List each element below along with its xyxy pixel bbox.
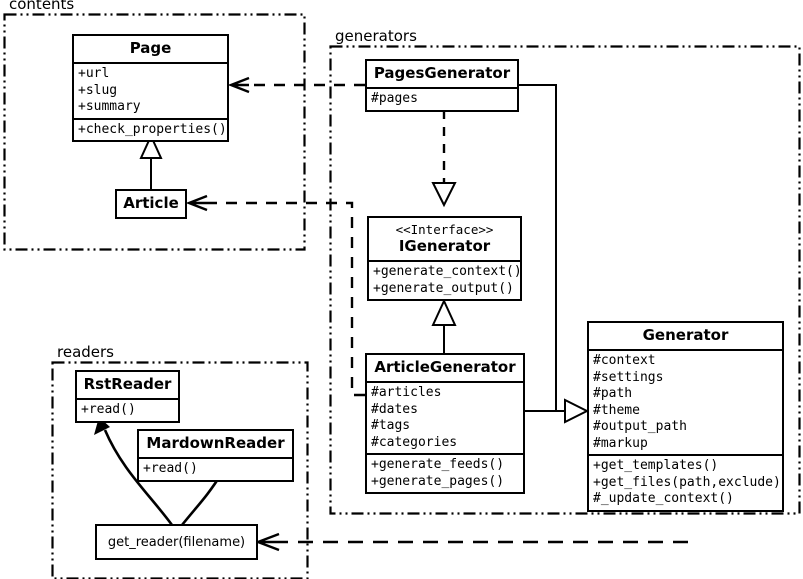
class-name-pagesgenerator: PagesGenerator	[373, 64, 511, 82]
attribute: #pages	[371, 91, 418, 106]
attribute: +slug	[78, 82, 118, 98]
package-readers: readers	[52, 343, 308, 579]
attributes-compartment-page: +url +slug +summary	[74, 62, 227, 118]
function-box-get-reader[interactable]: get_reader(filename)	[95, 524, 258, 560]
class-box-article[interactable]: Article	[115, 189, 187, 219]
operations-compartment-mardownreader: +read()	[139, 457, 292, 480]
operation: +read()	[143, 461, 198, 476]
operations-compartment-page: +check_properties()	[74, 117, 227, 141]
package-contents: contents	[4, 0, 305, 250]
attribute: #categories	[371, 434, 458, 450]
attribute: +url	[78, 66, 110, 81]
class-box-page[interactable]: Page +url +slug +summary +check_properti…	[72, 34, 229, 142]
attribute: #tags	[371, 418, 411, 433]
class-box-mardownreader[interactable]: MardownReader +read()	[137, 429, 294, 482]
class-name-label-igenerator: IGenerator	[398, 237, 491, 255]
class-box-articlegenerator[interactable]: ArticleGenerator #articles #dates #tags …	[365, 353, 525, 494]
class-name-page: Page	[129, 39, 172, 57]
edge-generator-to-get-reader	[254, 532, 688, 552]
operations-compartment-articlegenerator: +generate_feeds() +generate_pages()	[367, 453, 523, 492]
attribute: +summary	[78, 99, 141, 114]
attribute: #articles	[371, 385, 442, 400]
class-name-rstreader: RstReader	[83, 375, 172, 393]
operations-compartment-rstreader: +read()	[77, 398, 178, 421]
attribute: #settings	[593, 369, 664, 385]
class-box-igenerator[interactable]: <<Interface>> IGenerator +generate_conte…	[367, 216, 522, 301]
operation: +generate_pages()	[371, 473, 505, 489]
class-box-pagesgenerator[interactable]: PagesGenerator #pages	[365, 59, 519, 112]
attributes-compartment-generator: #context #settings #path #theme #output_…	[589, 349, 782, 454]
attribute: #dates	[371, 401, 418, 417]
operation: +get_files(path,exclude)	[593, 474, 781, 490]
operations-compartment-igenerator: +generate_context() +generate_output()	[369, 260, 522, 299]
operation: +generate_output()	[373, 280, 514, 296]
class-name-mardownreader: MardownReader	[146, 434, 285, 452]
attributes-compartment-articlegenerator: #articles #dates #tags #categories	[367, 381, 523, 453]
class-name-articlegenerator: ArticleGenerator	[374, 358, 516, 376]
operation: +read()	[81, 402, 136, 417]
operation: +generate_feeds()	[371, 457, 505, 472]
class-name-igenerator: <<Interface>> IGenerator	[369, 218, 520, 260]
class-stereotype-igenerator: <<Interface>>	[395, 222, 494, 237]
attribute: #theme	[593, 402, 640, 418]
class-box-generator[interactable]: Generator #context #settings #path #them…	[587, 321, 784, 512]
operations-compartment-generator: +get_templates() +get_files(path,exclude…	[589, 454, 782, 510]
package-label-generators: generators	[332, 27, 420, 45]
attribute: #markup	[593, 435, 648, 451]
operation: #_update_context()	[593, 491, 734, 506]
package-label-contents: contents	[6, 0, 78, 13]
package-generators: generators	[330, 27, 800, 514]
class-name-article: Article	[123, 194, 179, 212]
operation: +check_properties()	[78, 121, 227, 137]
operation: +generate_context()	[373, 264, 522, 279]
class-box-rstreader[interactable]: RstReader +read()	[75, 370, 180, 423]
attribute: #context	[593, 353, 656, 368]
attribute: #output_path	[593, 419, 687, 434]
function-label-get-reader: get_reader(filename)	[107, 534, 246, 550]
attribute: #path	[593, 386, 633, 401]
attributes-compartment-pagesgenerator: #pages	[367, 87, 517, 110]
operation: +get_templates()	[593, 458, 719, 473]
package-label-readers: readers	[54, 343, 117, 361]
class-name-generator: Generator	[642, 326, 729, 344]
